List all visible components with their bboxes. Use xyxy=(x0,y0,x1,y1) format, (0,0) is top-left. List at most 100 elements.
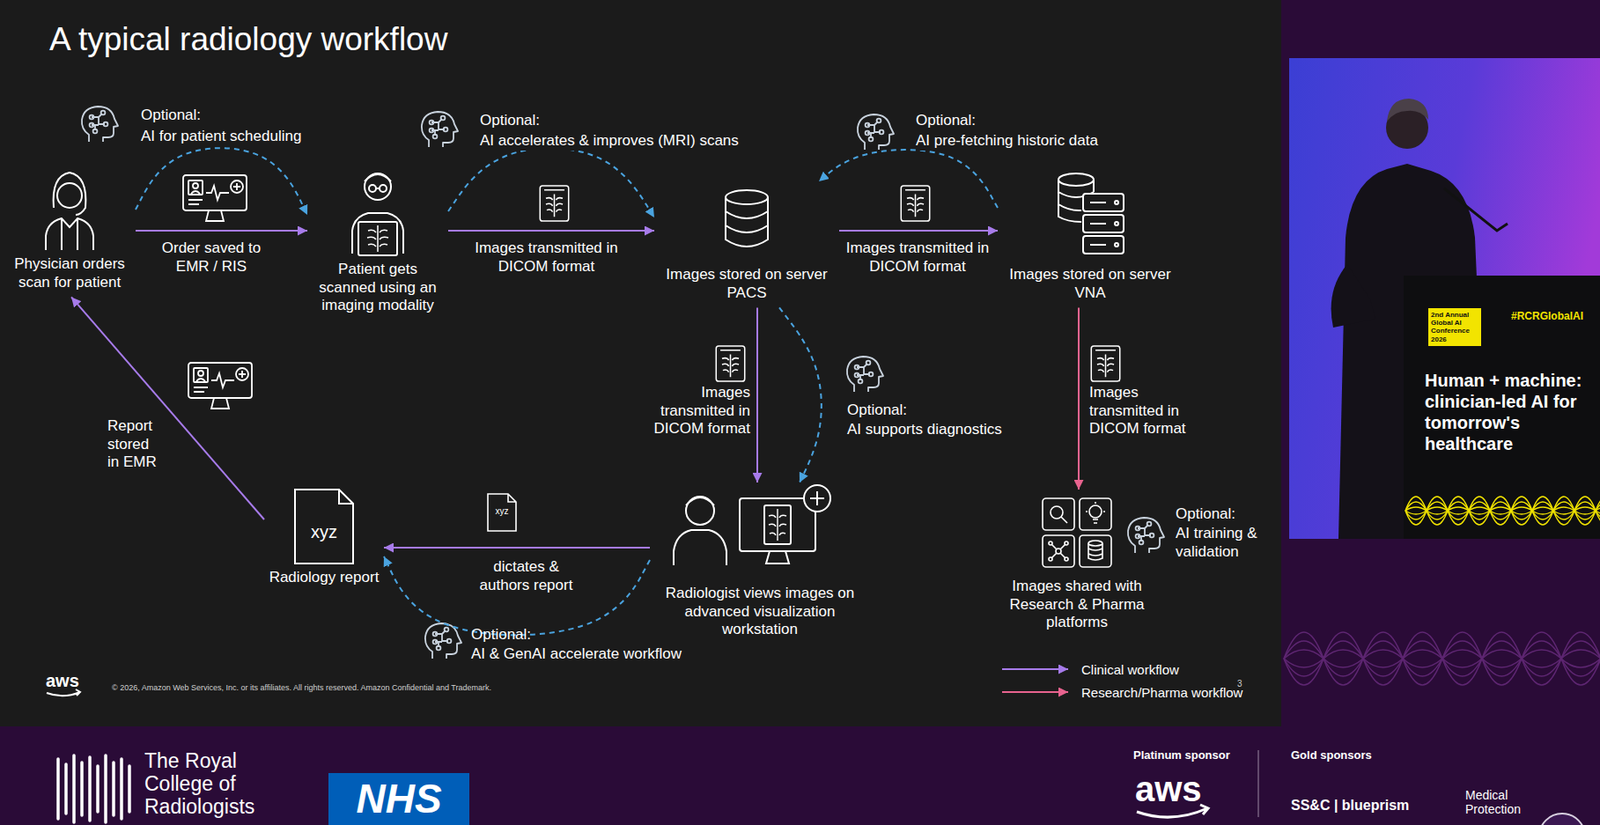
rcr-logo-text: The Royal College of Radiologists xyxy=(144,749,295,819)
conference-headline: Human + machine: clinician-led AI for to… xyxy=(1424,369,1594,455)
physician-icon xyxy=(53,172,87,215)
optional-ai-arc xyxy=(779,307,822,483)
slide-title: A typical radiology workflow xyxy=(49,19,448,59)
research-icons xyxy=(1042,498,1112,568)
copyright-note: © 2026, Amazon Web Services, Inc. or its… xyxy=(111,683,492,694)
patient-icon xyxy=(376,187,380,190)
edge-label: Images transmitted in DICOM format xyxy=(838,239,997,276)
radiologist-icon xyxy=(739,498,816,552)
patient-icon xyxy=(364,173,391,200)
workflow-arrow xyxy=(71,296,265,520)
ai-brain-icon xyxy=(81,106,118,142)
optional-ai-arc xyxy=(448,147,655,218)
physician-icon xyxy=(45,172,94,251)
dicom-icon xyxy=(715,346,745,382)
radiologist-icon xyxy=(810,491,825,506)
speaker-video xyxy=(1405,507,1600,515)
archive-server-icon xyxy=(1058,173,1094,186)
research-icons xyxy=(1050,506,1063,519)
workflow-step: Radiologist views images on advanced vis… xyxy=(649,482,871,645)
research-icons xyxy=(1042,535,1075,568)
speaker-video xyxy=(1444,188,1508,231)
workflow-arrow xyxy=(383,546,650,549)
workflow-arrow xyxy=(1077,307,1080,490)
legend-line xyxy=(1002,668,1069,671)
step-text: xyz xyxy=(268,521,380,543)
callout-text: AI training & validation xyxy=(1175,524,1277,561)
step-text: Images shared with Research & Pharma pla… xyxy=(1002,577,1152,633)
emr-monitor-icon xyxy=(183,175,247,222)
radiologist-icon xyxy=(766,551,789,564)
radiologist-icon xyxy=(685,496,715,525)
optional-tag: Optional: xyxy=(479,111,540,131)
document-text: xyz xyxy=(486,506,517,517)
edge-label: AI pre-fetching historic data xyxy=(915,132,1172,151)
research-icons xyxy=(1085,501,1106,524)
wave-pattern xyxy=(1283,632,1600,686)
patient-icon xyxy=(379,184,387,192)
step-text: Images stored on server PACS xyxy=(658,265,835,303)
research-icons xyxy=(1051,544,1066,559)
optional-ai-arc xyxy=(383,556,650,635)
optional-ai-arc xyxy=(818,149,998,208)
aws-smile xyxy=(46,689,81,696)
database-icon xyxy=(725,190,768,205)
ai-brain-icon xyxy=(857,114,894,150)
ai-brain-icon xyxy=(847,356,884,392)
sponsor-heading: Platinum sponsor xyxy=(1133,748,1231,763)
edge-label: Order saved to EMR / RIS xyxy=(154,239,269,276)
speaker-video xyxy=(1331,264,1376,328)
edge-label: AI & GenAI accelerate workflow xyxy=(471,645,736,664)
document-icon xyxy=(487,494,517,531)
speaker-video xyxy=(1289,58,1600,539)
speaker-video xyxy=(1405,496,1600,525)
research-icons xyxy=(1079,498,1112,531)
optional-tag: Optional: xyxy=(1175,505,1236,524)
legend-entry: Clinical workflow xyxy=(1000,660,1180,679)
step-text: Physician orders scan for patient xyxy=(7,255,132,292)
optional-ai-arc xyxy=(135,147,308,215)
database-icon xyxy=(725,190,768,247)
edge-label: Report stored in EMR xyxy=(107,417,163,472)
patient-icon xyxy=(364,174,391,182)
radiologist-icon xyxy=(673,530,727,566)
radiologist-icon xyxy=(803,485,831,512)
patient-icon xyxy=(352,173,404,256)
step-text: Radiology report xyxy=(268,568,380,588)
edge-label: Images transmitted in DICOM format xyxy=(464,239,628,276)
optional-tag: Optional: xyxy=(915,111,976,131)
edge-label: Images transmitted in DICOM format xyxy=(1089,383,1197,439)
wave-pattern xyxy=(1283,632,1600,686)
legend-line xyxy=(1000,683,1071,701)
research-icons xyxy=(1079,535,1112,568)
research-icons xyxy=(1089,505,1102,518)
dicom-icon xyxy=(1091,346,1120,382)
workflow-step: Images stored on server PACS xyxy=(654,181,840,308)
dicom-icon xyxy=(900,185,930,222)
sponsor-logo: Medical Protection xyxy=(1465,788,1545,817)
physician-icon xyxy=(45,218,94,251)
nhs-logo: NHS xyxy=(328,773,470,825)
speaker-video xyxy=(1405,507,1600,515)
research-icons xyxy=(1061,516,1068,524)
patient-icon xyxy=(358,221,398,256)
speaker-video xyxy=(1405,496,1600,525)
slide-ground xyxy=(0,0,1282,727)
sponsor-divider xyxy=(1258,750,1260,818)
workflow-step: Images shared with Research & Pharma pla… xyxy=(997,489,1157,638)
archive-server-icon xyxy=(1058,173,1124,254)
optional-tag: Optional: xyxy=(847,401,907,421)
patient-icon xyxy=(367,225,389,252)
speaker-video xyxy=(1405,496,1600,525)
connectors xyxy=(71,147,1079,635)
workflow-step: Physician orders scan for patient xyxy=(3,163,136,297)
edge-label: dictates & authors report xyxy=(471,558,582,595)
workflow-arrow xyxy=(135,229,308,232)
speaker-video xyxy=(1405,501,1600,520)
optional-tag: Optional: xyxy=(471,626,531,645)
